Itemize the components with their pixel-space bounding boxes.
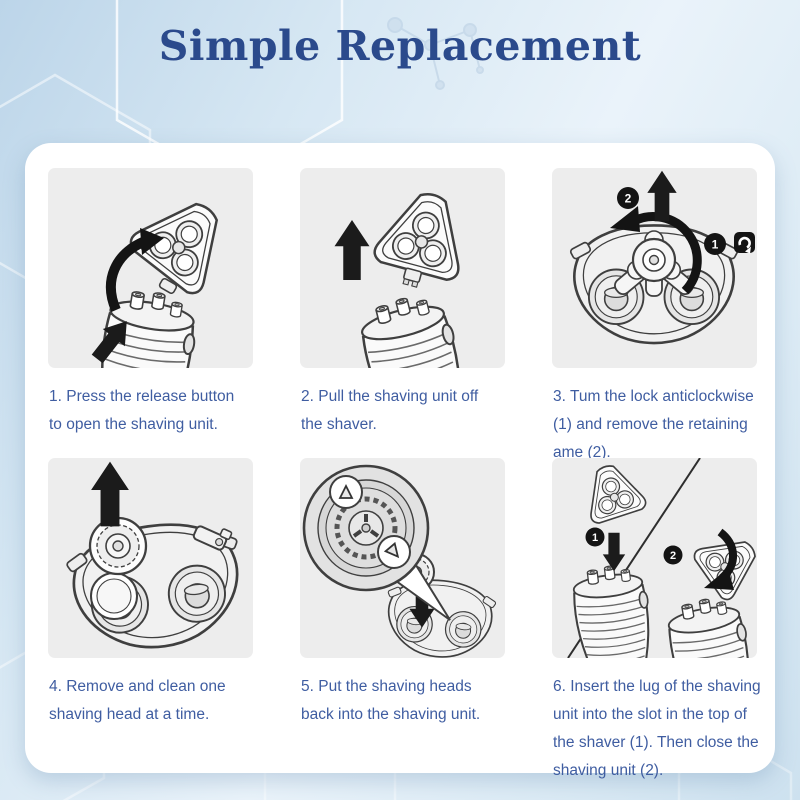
- step-1-caption: 1. Press the release button to open the …: [49, 388, 235, 433]
- retaining-frame-lock: [614, 230, 694, 297]
- badge-2-label: 2: [670, 550, 676, 562]
- shaver-body-right: [664, 593, 757, 658]
- shaver-body: [355, 289, 472, 368]
- step-4-illustration: [48, 458, 253, 658]
- step-4-caption: 4. Remove and clean one shaving head at …: [49, 678, 226, 723]
- step-3-caption: 3. Tum the lock anticlockwise (1) and re…: [553, 388, 754, 461]
- badge-1-label: 1: [592, 532, 598, 544]
- instructions-card: 1. Press the release button to open the …: [25, 143, 775, 779]
- detached-shaving-unit: [371, 182, 477, 288]
- anticlockwise-arrow-head-icon: [610, 206, 640, 232]
- step-6-illustration: 1 2: [552, 458, 757, 658]
- step-3-illustration: 2 1: [552, 168, 757, 368]
- hinge: [158, 277, 178, 295]
- pull-unit-off-illustration: [334, 182, 477, 368]
- shaving-unit-left: [576, 458, 649, 526]
- page-title: Simple Replacement: [158, 22, 642, 70]
- latch: [192, 525, 233, 551]
- step-1-illustration: [48, 168, 253, 368]
- step-5: 5. Put the shaving heads back into the s…: [300, 458, 505, 785]
- step-5-caption: 5. Put the shaving heads back into the s…: [301, 678, 481, 723]
- open-curved-arrow-icon: [105, 237, 146, 312]
- step-6-caption: 6. Insert the lug of the shaving unit in…: [553, 678, 761, 779]
- anticlockwise-arrow-icon: [629, 212, 702, 295]
- badge-1: 1: [585, 527, 605, 547]
- insert-down-arrow-icon: [602, 532, 626, 572]
- badge-2: 2: [663, 545, 683, 565]
- badge-1: 1: [704, 233, 726, 255]
- open-curved-arrow-head-icon: [140, 228, 164, 255]
- press-release-button-illustration: [86, 181, 244, 368]
- step-6: 1 2 6. Insert the lug of the shaving uni…: [552, 458, 761, 785]
- shaving-unit-plate: [380, 574, 499, 658]
- step-5-illustration: [300, 458, 505, 658]
- step-2-caption: 2. Pull the shaving unit off the shaver.: [301, 388, 479, 433]
- step-2-illustration: [300, 168, 505, 368]
- put-heads-back-illustration: [302, 464, 499, 658]
- badge-1-label: 1: [712, 238, 719, 252]
- lifted-shaving-head: [88, 516, 148, 576]
- badge-2-label: 2: [625, 192, 632, 206]
- step-2: 2. Pull the shaving unit off the shaver.: [300, 168, 505, 458]
- step-1: 1. Press the release button to open the …: [48, 168, 253, 458]
- remove-head-illustration: [60, 461, 253, 658]
- pull-up-arrow-icon: [334, 220, 370, 280]
- remove-up-arrow-icon: [91, 461, 129, 527]
- insert-and-close-illustration: 1 2: [567, 458, 757, 658]
- badge-2: 2: [617, 187, 639, 209]
- turn-lock-illustration: 2 1: [568, 170, 755, 345]
- close-curved-arrow-head-icon: [704, 568, 734, 590]
- shaver-body-left: [570, 562, 655, 658]
- step-3: 2 1 3. Tum the lock anticlockwise (1) an…: [552, 168, 757, 461]
- rotate-icon: [734, 232, 755, 254]
- magnified-head-view: [302, 464, 430, 592]
- step-4: 4. Remove and clean one shaving head at …: [48, 458, 253, 785]
